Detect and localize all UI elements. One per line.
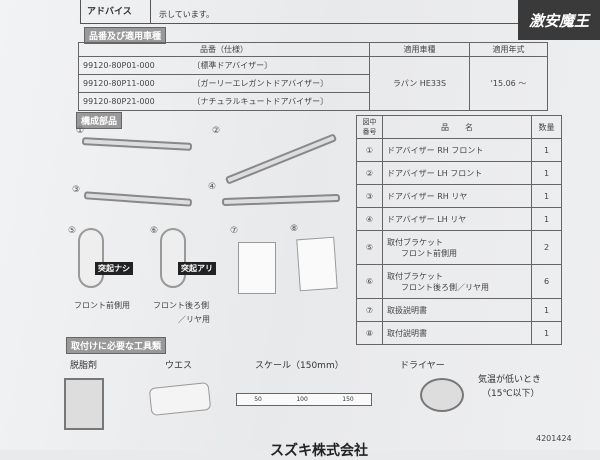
table-cell: ⑧ bbox=[356, 321, 383, 345]
table-cell: 図中番号 bbox=[356, 115, 383, 139]
table-cell: 数量 bbox=[531, 115, 562, 139]
table-cell: 図中番号品 名数量 bbox=[356, 115, 562, 139]
table-row: 99120-80P21-000〔ナチュラルキュートドアバイザー〕 bbox=[78, 92, 548, 111]
table-cell: 取付説明書 bbox=[382, 321, 532, 345]
bracket-front-image bbox=[78, 228, 104, 288]
section-title-components: 構成部品 bbox=[76, 112, 123, 129]
table-cell: 〔標準ドアバイザー〕 bbox=[188, 56, 370, 75]
advice-label: アドバイス bbox=[81, 0, 151, 23]
degreaser-can-image bbox=[64, 378, 104, 430]
table-cell: 〔ガーリーエレガントドアバイザー〕 bbox=[188, 74, 370, 93]
table-cell: 取付ブラケットフロント前側用 bbox=[382, 230, 532, 265]
installation-manual-image bbox=[296, 236, 338, 292]
table-row: 99120-80P01-000〔標準ドアバイザー〕 ラパン HE33S'15.0… bbox=[78, 56, 548, 111]
table-cell: 〔ナチュラルキュートドアバイザー〕 bbox=[188, 92, 370, 111]
table-cell: ⑦ bbox=[356, 298, 383, 322]
table-cell: 品 名 bbox=[382, 115, 532, 139]
table-cell: 適用年式 bbox=[469, 42, 548, 57]
table-cell: ラパン HE33S bbox=[369, 56, 470, 111]
table-cell: 1 bbox=[531, 161, 562, 185]
table-cell: 適用車種 bbox=[369, 42, 470, 57]
advice-text: 示しています。 bbox=[159, 10, 214, 19]
hair-dryer-image bbox=[420, 378, 464, 412]
document-code: 4201424 bbox=[536, 434, 572, 443]
table-cell: 6 bbox=[531, 264, 562, 299]
table-cell: 1 bbox=[531, 207, 562, 231]
table-cell: 99120-80P11-000 bbox=[78, 74, 189, 93]
table-cell: '15.06 ～ bbox=[469, 56, 548, 111]
table-cell: ③ bbox=[356, 184, 383, 208]
table-cell: ② bbox=[356, 161, 383, 185]
bracket-rear-image bbox=[160, 228, 186, 288]
table-cell: 1 bbox=[531, 298, 562, 322]
table-cell: 品番（仕様）適用車種適用年式 bbox=[78, 42, 548, 57]
table-cell: ⑤ bbox=[356, 230, 383, 265]
table-cell: 99120-80P01-000 bbox=[78, 56, 189, 75]
table-cell: 品番（仕様） bbox=[78, 42, 370, 57]
table-cell: ドアバイザー RH リヤ bbox=[382, 184, 532, 208]
watermark-logo: 激安魔王 bbox=[518, 0, 600, 40]
table-cell: 1 bbox=[531, 184, 562, 208]
table-cell: 99120-80P21-000 bbox=[78, 92, 189, 111]
applicable-vehicles-table: 品番（仕様）適用車種適用年式 99120-80P01-000〔標準ドアバイザー〕… bbox=[78, 42, 548, 111]
table-cell: ドアバイザー RH フロント bbox=[382, 138, 532, 162]
handling-manual-image bbox=[238, 242, 276, 294]
table-cell: 1 bbox=[531, 321, 562, 345]
table-cell: ドアバイザー LH リヤ bbox=[382, 207, 532, 231]
table-cell: ① bbox=[356, 138, 383, 162]
advice-box: アドバイス 示しています。 bbox=[80, 0, 560, 24]
table-cell: 取扱説明書 bbox=[382, 298, 532, 322]
table-cell: 取付ブラケットフロント後ろ側／リヤ用 bbox=[382, 264, 532, 299]
table-cell: ⑥ bbox=[356, 264, 383, 299]
section-title-tools: 取付けに必要な工具類 bbox=[66, 337, 167, 354]
table-cell: 1 bbox=[531, 138, 562, 162]
table-cell: 2 bbox=[531, 230, 562, 265]
table-cell: ドアバイザー LH フロント bbox=[382, 161, 532, 185]
brand-footer: スズキ株式会社 bbox=[270, 443, 368, 459]
table-cell: ④ bbox=[356, 207, 383, 231]
